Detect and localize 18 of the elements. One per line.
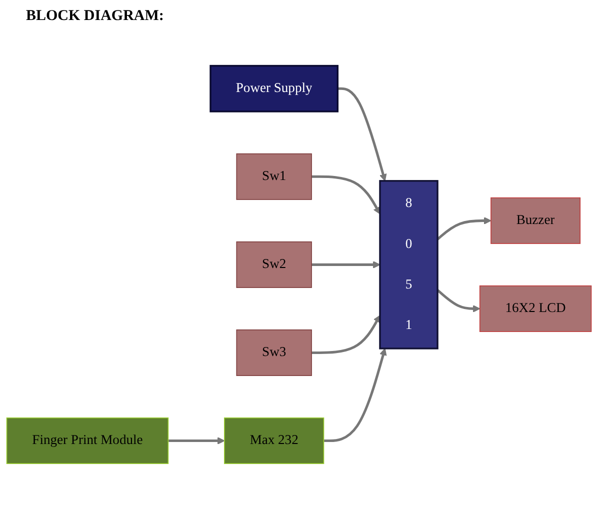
node-box: Max 232 <box>224 418 324 464</box>
node-box: Sw3 <box>236 330 312 376</box>
node-box: Finger Print Module <box>6 418 169 464</box>
node-box: Buzzer <box>490 198 581 244</box>
arrow <box>436 217 492 241</box>
diagram-title: BLOCK DIAGRAM: <box>26 8 165 25</box>
node-box: Sw1 <box>236 154 312 200</box>
arrow <box>338 88 387 182</box>
arrow <box>312 315 380 354</box>
node-box: Sw2 <box>236 242 312 288</box>
node-box: Power Supply <box>210 65 338 113</box>
arrow <box>312 176 380 215</box>
arrow <box>312 261 380 269</box>
node-box: 8 0 5 1 <box>379 180 438 350</box>
arrow <box>436 289 480 313</box>
arrow <box>168 437 225 445</box>
arrow <box>324 348 387 442</box>
node-box: 16X2 LCD <box>479 286 592 332</box>
